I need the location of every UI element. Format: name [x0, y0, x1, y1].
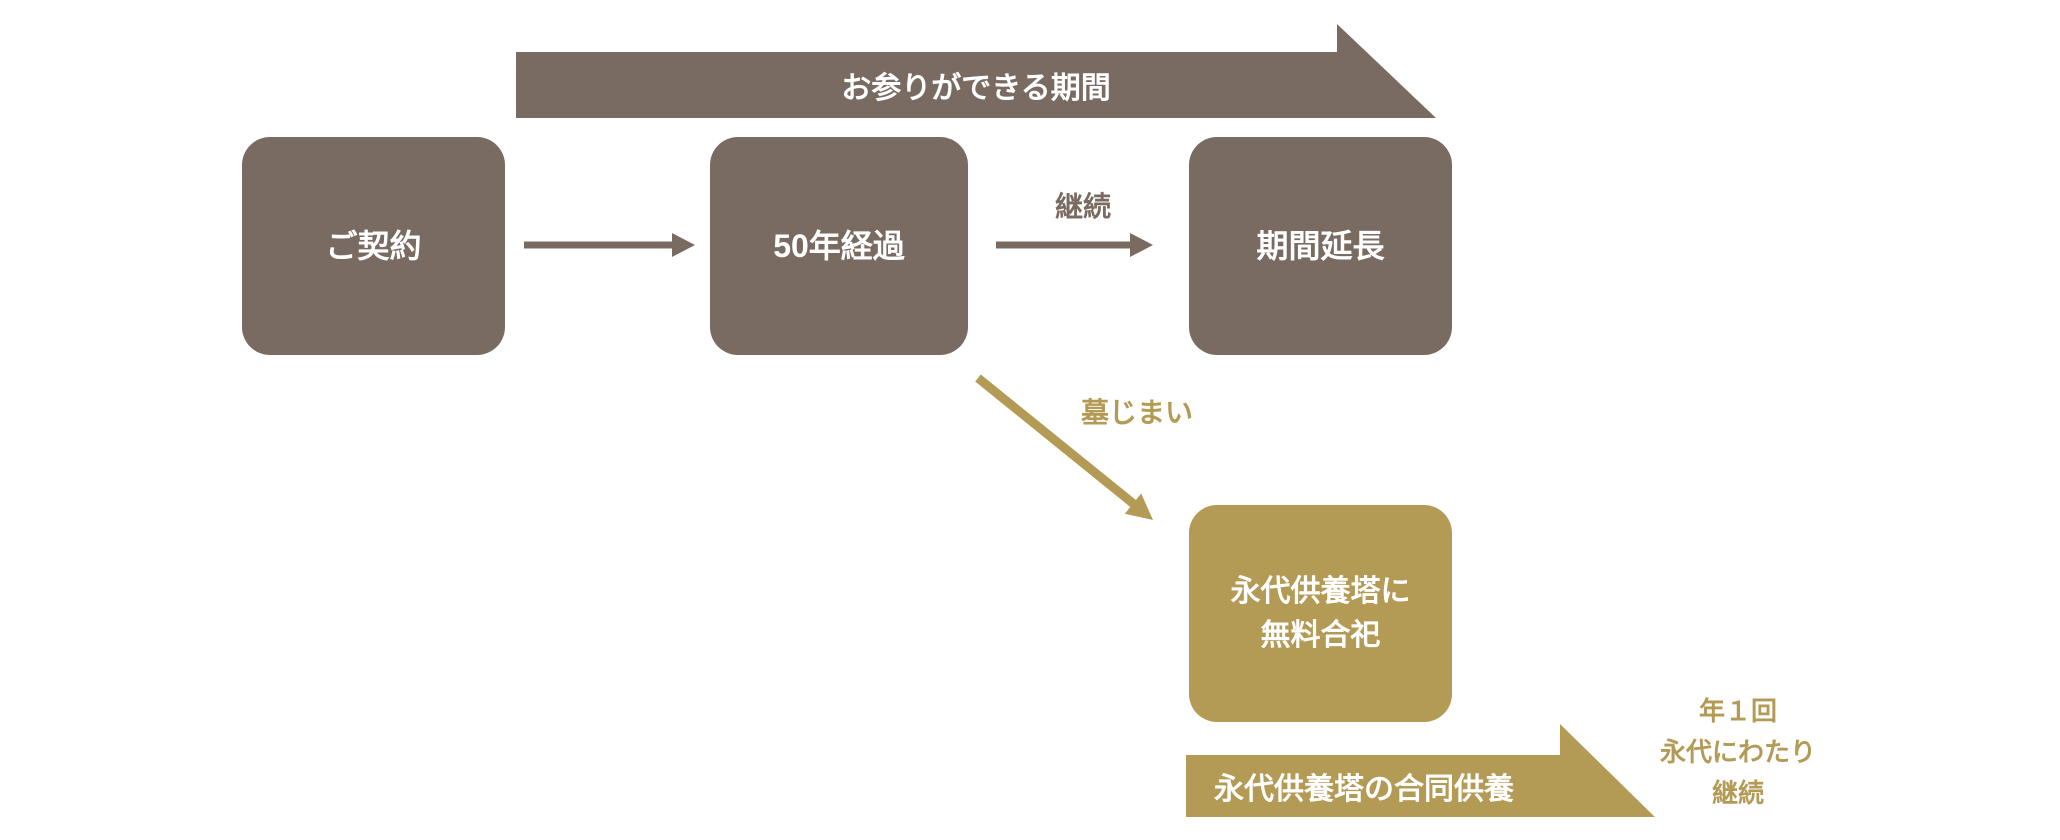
node-contract: ご契約 — [242, 137, 505, 355]
annual-memorial-note-line3: 継続 — [1711, 778, 1764, 808]
arrow-contract-to-elapsed-icon — [524, 233, 695, 257]
annual-memorial-note-line2: 永代にわたり — [1659, 737, 1816, 767]
node-free-enshrinement-line2: 無料合祀 — [1260, 618, 1381, 652]
arrow-elapsed-to-enshrinement-icon — [975, 374, 1153, 520]
node-free-enshrinement-line1: 永代供養塔に — [1230, 574, 1411, 608]
visiting-period-banner-arrow-icon — [516, 24, 1436, 118]
node-free-enshrinement: 永代供養塔に 無料合祀 — [1189, 505, 1452, 722]
annual-memorial-note: 年１回 永代にわたり 継続 — [1578, 691, 1898, 814]
node-free-enshrinement-label: 永代供養塔に 無料合祀 — [1231, 570, 1411, 658]
continue-edge-label: 継続 — [1054, 191, 1111, 222]
node-period-extension: 期間延長 — [1189, 137, 1452, 355]
grave-closing-edge-label: 墓じまい — [1080, 397, 1193, 428]
annual-memorial-note-line1: 年１回 — [1698, 696, 1777, 726]
joint-memorial-banner-label: 永代供養塔の合同供養 — [1214, 773, 1514, 806]
arrow-elapsed-to-extension-icon — [996, 233, 1153, 257]
joint-memorial-banner-arrow-icon — [1186, 724, 1655, 817]
node-50-years-elapsed-label: 50年経過 — [773, 228, 905, 264]
visiting-period-banner-label: お参りができる期間 — [841, 72, 1111, 105]
node-contract-label: ご契約 — [325, 228, 422, 264]
node-period-extension-label: 期間延長 — [1256, 228, 1385, 264]
node-50-years-elapsed: 50年経過 — [710, 137, 968, 355]
